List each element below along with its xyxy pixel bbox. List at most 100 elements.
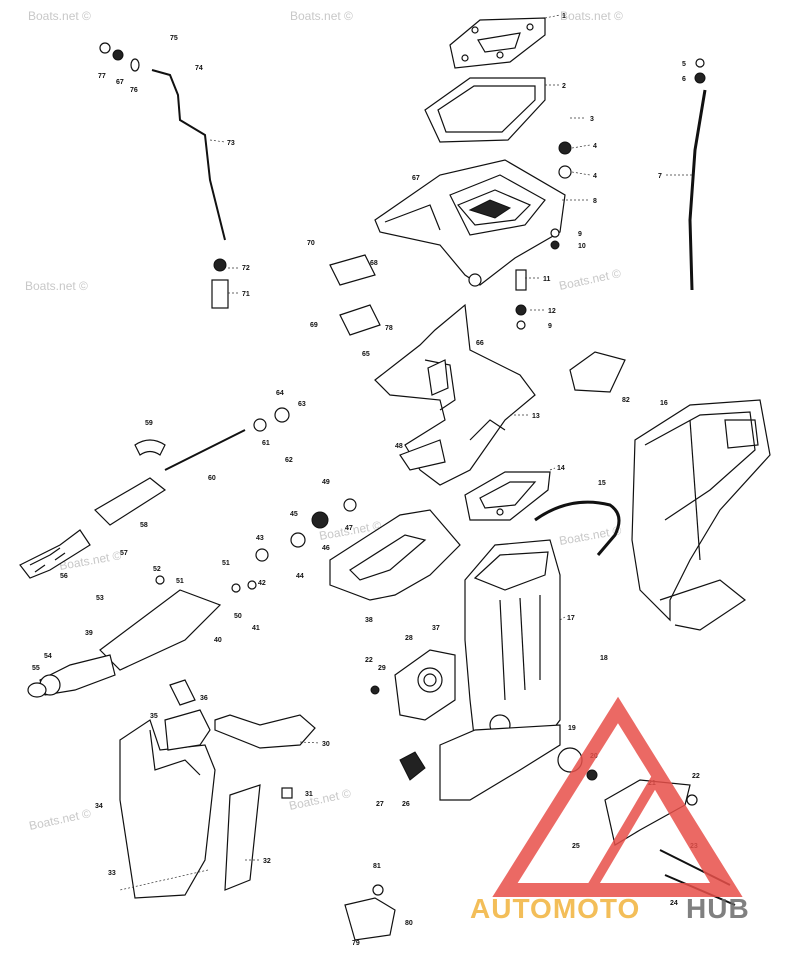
callout-41: 41 [252,625,260,632]
callout-40: 40 [214,637,222,644]
callout-16: 16 [660,400,668,407]
callout-74: 74 [195,65,203,72]
callout-7: 7 [658,173,662,180]
callout-26: 26 [402,801,410,808]
callout-43: 43 [256,535,264,542]
callout-22: 22 [692,773,700,780]
callout-46: 46 [322,545,330,552]
callout-9b: 9 [548,323,552,330]
callout-56: 56 [60,573,68,580]
callout-25: 25 [572,843,580,850]
callout-78: 78 [385,325,393,332]
callout-4b: 4 [593,173,597,180]
callout-18: 18 [600,655,608,662]
part-28-bracket [394,649,456,721]
part-13-bracket [374,303,536,486]
part-59-clip [134,439,166,456]
watermark: Boats.net © [558,266,623,293]
callout-54: 54 [44,653,52,660]
callout-49: 49 [322,479,330,486]
callout-51b: 51 [176,578,184,585]
part-26-lower-plate [399,724,561,801]
callout-9: 9 [578,231,582,238]
callout-3: 3 [590,116,594,123]
callout-2: 2 [562,83,566,90]
callout-33: 33 [108,870,116,877]
part-2-seal [424,77,546,143]
callout-76: 76 [130,87,138,94]
callout-68: 68 [370,260,378,267]
callout-8: 8 [593,198,597,205]
callout-5: 5 [682,61,686,68]
callout-79: 79 [352,940,360,947]
brand-text-hub: HUB [686,893,750,924]
part-31-pad [281,787,293,799]
part-30-bracket [214,714,316,749]
watermark: Boats.net © [25,279,88,293]
callout-44: 44 [296,573,304,580]
callout-37: 37 [432,625,440,632]
callout-61: 61 [262,440,270,447]
callout-22b: 22 [365,657,373,664]
callout-50: 50 [234,613,242,620]
watermark: Boats.net © [28,9,91,23]
callout-42: 42 [258,580,266,587]
callout-14: 14 [557,465,565,472]
callout-35: 35 [150,713,158,720]
callout-17: 17 [567,615,575,622]
callout-27: 27 [376,801,384,808]
callout-30: 30 [322,741,330,748]
callout-66: 66 [476,340,484,347]
callout-15: 15 [598,480,606,487]
watermark: Boats.net © [560,9,623,23]
callout-19: 19 [568,725,576,732]
callout-6: 6 [682,76,686,83]
callout-4: 4 [593,143,597,150]
callout-55: 55 [32,665,40,672]
part-65-block [339,304,381,336]
part-39-shift-arm [27,589,222,698]
callout-75: 75 [170,35,178,42]
part-79-block [344,897,396,941]
callout-11: 11 [543,276,551,283]
callout-72: 72 [242,265,250,272]
part-56-grip [19,429,246,579]
callout-24: 24 [670,900,678,907]
callout-45: 45 [290,511,298,518]
callout-81: 81 [373,863,381,870]
part-15-tube [534,500,621,556]
callout-69: 69 [310,322,318,329]
part-16-cover [631,399,771,631]
callout-47: 47 [345,525,353,532]
part-17-exhaust-housing [464,539,561,746]
part-73-shift-rod [151,69,229,309]
callout-60: 60 [208,475,216,482]
part-36-clip [169,679,196,706]
part-82-block [569,351,626,393]
leader-lines [119,14,692,891]
callout-34: 34 [95,803,103,810]
callout-80: 80 [405,920,413,927]
part-1-gasket [449,17,546,69]
callout-39: 39 [85,630,93,637]
part-8-adapter [374,159,566,287]
callout-10: 10 [578,243,586,250]
callout-31: 31 [305,791,313,798]
watermark: Boats.net © [290,9,353,23]
callout-65: 65 [362,351,370,358]
callout-67b: 67 [116,79,124,86]
part-68-block [329,254,376,286]
callout-82: 82 [622,397,630,404]
callout-67: 67 [412,175,420,182]
callout-51: 51 [222,560,230,567]
part-7-rod [688,89,707,291]
part-34-cover [119,719,216,899]
callout-38: 38 [365,617,373,624]
brand-text-auto: AUTOMOTO [470,893,640,924]
callout-59: 59 [145,420,153,427]
watermark: Boats.net © [28,806,93,833]
callout-71: 71 [242,291,250,298]
callout-13: 13 [532,413,540,420]
callout-53: 53 [96,595,104,602]
